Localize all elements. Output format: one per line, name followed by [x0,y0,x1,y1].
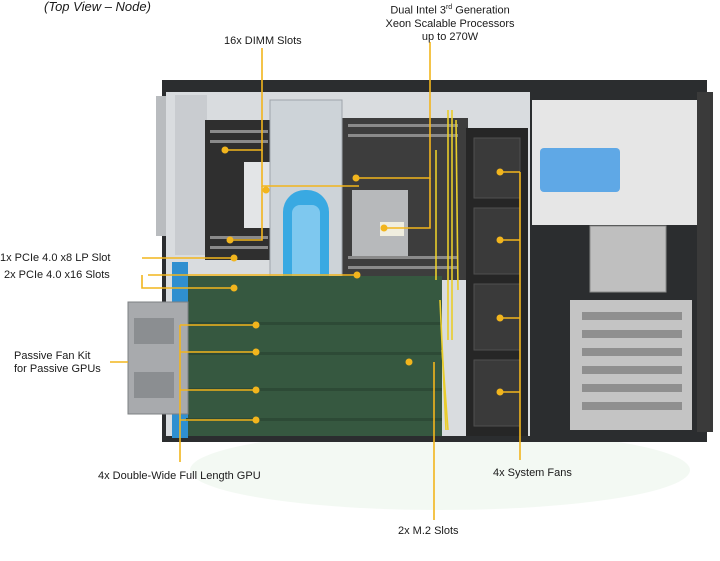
drive-cage-slots [582,312,682,410]
m2-label: 2x M.2 Slots [398,525,459,537]
pcie-x16-callout-line-2 [141,275,234,289]
fans-label: 4x System Fans [493,467,572,479]
fan-kit-label-line2: for Passive GPUs [14,363,101,375]
pcie-lp-label: 1x PCIe 4.0 x8 LP Slot [0,252,111,264]
drive-latch [540,148,620,192]
pcie-x16-label: 2x PCIe 4.0 x16 Slots [4,269,110,281]
front-bezel [156,96,166,236]
fan-modules [473,137,521,427]
front-panel [175,95,207,255]
dimm-label: 16x DIMM Slots [224,35,302,47]
cable-harness [435,110,459,431]
cpu-label-line2: Xeon Scalable Processors [385,17,515,30]
psu-bay [589,225,667,293]
cpu-callout-line-2 [384,178,431,229]
fan-kit-part-top [134,318,174,344]
fan-kit-part-bottom [134,372,174,398]
dimm-stripes [210,124,458,269]
floor-reflection [190,430,690,510]
fan-kit-label-line1: Passive Fan Kit [14,350,91,362]
cpu-label-line1-end: Generation [452,4,510,17]
gpu-label: 4x Double-Wide Full Length GPU [98,470,261,482]
cpu-label-line1: Dual Intel 3 [390,4,446,17]
gpu-bay [184,276,442,436]
dimm-callout-line-3 [230,186,263,241]
cpu-label: Dual Intel 3rd Generation Xeon Scalable … [380,1,520,44]
cpu-label-line3: up to 270W [421,30,479,43]
view-subtitle: (Top View – Node) [44,0,151,14]
cpu-label-sup: rd [445,4,453,11]
callout-dots [221,146,504,424]
fan-kit-label: Passive Fan Kit for Passive GPUs [14,350,101,376]
callout-lines [110,42,521,520]
chassis-side [697,92,713,432]
